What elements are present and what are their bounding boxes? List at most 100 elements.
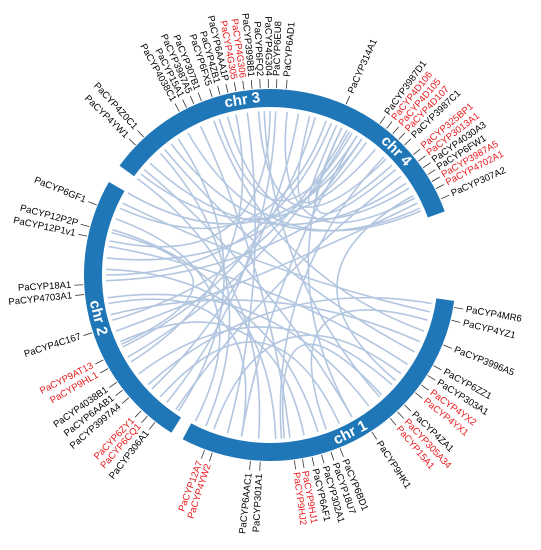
- synteny-link: [122, 202, 430, 313]
- synteny-link: [297, 115, 368, 204]
- gene-tick: [80, 223, 90, 227]
- gene-tick: [404, 138, 412, 146]
- chromosome-arc-chr2: [84, 182, 181, 433]
- gene-tick: [78, 233, 88, 237]
- gene-tick: [294, 460, 296, 470]
- gene-tick: [418, 155, 426, 162]
- synteny-link: [151, 113, 300, 390]
- synteny-link: [187, 132, 422, 232]
- gene-tick: [100, 368, 109, 374]
- synteny-link: [226, 112, 256, 434]
- gene-tick: [443, 344, 452, 349]
- gene-tick: [249, 460, 251, 470]
- synteny-link: [149, 162, 407, 226]
- chromosome-arc-chr4: [330, 101, 445, 218]
- synteny-link: [199, 126, 291, 438]
- synteny-link: [163, 148, 416, 353]
- synteny-link: [107, 293, 370, 407]
- synteny-link: [213, 334, 402, 430]
- gene-tick: [412, 148, 421, 156]
- gene-tick: [137, 130, 144, 138]
- gene-tick: [121, 397, 130, 404]
- gene-tick: [421, 384, 429, 391]
- gene-label: PaCYP314A1: [346, 37, 380, 95]
- synteny-link: [127, 138, 363, 225]
- gene-tick: [233, 82, 237, 92]
- gene-tick: [433, 365, 442, 371]
- gene-tick: [225, 83, 229, 93]
- synteny-link: [257, 111, 387, 208]
- gene-tick: [440, 194, 450, 200]
- gene-label: PaCYP6AD1: [282, 22, 298, 78]
- gene-tick: [149, 422, 156, 430]
- gene-tick: [379, 116, 386, 124]
- gene-tick: [83, 332, 93, 336]
- synteny-link: [105, 122, 333, 276]
- chromosome-arc-chr1: [182, 298, 455, 461]
- gene-label: PaCYP6GF1: [33, 175, 88, 206]
- gene-tick: [88, 201, 97, 206]
- synteny-link: [307, 127, 353, 418]
- gene-tick: [109, 381, 118, 388]
- synteny-link: [140, 148, 377, 220]
- gene-tick: [339, 448, 344, 457]
- gene-tick: [302, 459, 305, 469]
- synteny-link: [138, 326, 393, 386]
- synteny-link: [159, 152, 231, 427]
- gene-tick: [389, 417, 397, 426]
- gene-label: PaCYP301A1: [251, 473, 265, 532]
- synteny-link: [106, 164, 393, 282]
- synteny-link: [226, 116, 410, 220]
- gene-tick: [392, 126, 399, 135]
- synteny-link: [106, 268, 319, 433]
- gene-tick: [209, 88, 213, 98]
- gene-label: PaCYP6EU8: [271, 21, 284, 76]
- gene-tick: [182, 99, 187, 108]
- gene-label: PaCYP3996A5: [452, 344, 515, 378]
- synteny-link: [115, 218, 221, 422]
- gene-label: PaCYP18A1: [18, 280, 72, 294]
- gene-label: PaCYP4G304: [262, 16, 274, 76]
- gene-tick: [285, 79, 288, 89]
- gene-tick: [427, 375, 436, 381]
- chromosome-label-chr1: chr 1: [331, 417, 371, 448]
- synteny-link: [106, 135, 358, 261]
- gene-tick: [189, 95, 195, 105]
- links-layer: [105, 110, 432, 439]
- gene-tick: [431, 176, 440, 182]
- gene-tick: [454, 307, 464, 310]
- chromosome-label-chr3: chr 3: [223, 89, 261, 111]
- gene-label: PaCYP4C167: [23, 331, 83, 360]
- gene-tick: [321, 454, 325, 464]
- synteny-link: [175, 175, 402, 410]
- synteny-link: [279, 156, 385, 439]
- synteny-link: [336, 194, 414, 382]
- synteny-link: [314, 127, 397, 215]
- gene-tick: [330, 451, 335, 461]
- chromosome-arc-chr3: [119, 89, 380, 177]
- synteny-link: [130, 114, 244, 363]
- synteny-link: [136, 177, 261, 439]
- gene-tick: [398, 132, 406, 140]
- synteny-link: [115, 202, 418, 332]
- synteny-link: [310, 309, 428, 430]
- synteny-link: [213, 120, 425, 332]
- synteny-link: [108, 298, 247, 437]
- gene-tick: [200, 450, 205, 459]
- gene-tick: [75, 294, 85, 296]
- gene-tick: [435, 184, 445, 190]
- gene-tick: [404, 404, 412, 412]
- synteny-link: [218, 118, 353, 202]
- gene-tick: [427, 169, 436, 175]
- synteny-link: [170, 143, 421, 232]
- gene-tick: [95, 359, 104, 365]
- gene-tick: [371, 431, 378, 440]
- synteny-link: [112, 229, 277, 439]
- gene-tick: [422, 162, 431, 169]
- gene-tick: [128, 138, 136, 146]
- gene-tick: [311, 457, 315, 467]
- gene-tick: [415, 392, 423, 399]
- synteny-link: [284, 111, 416, 224]
